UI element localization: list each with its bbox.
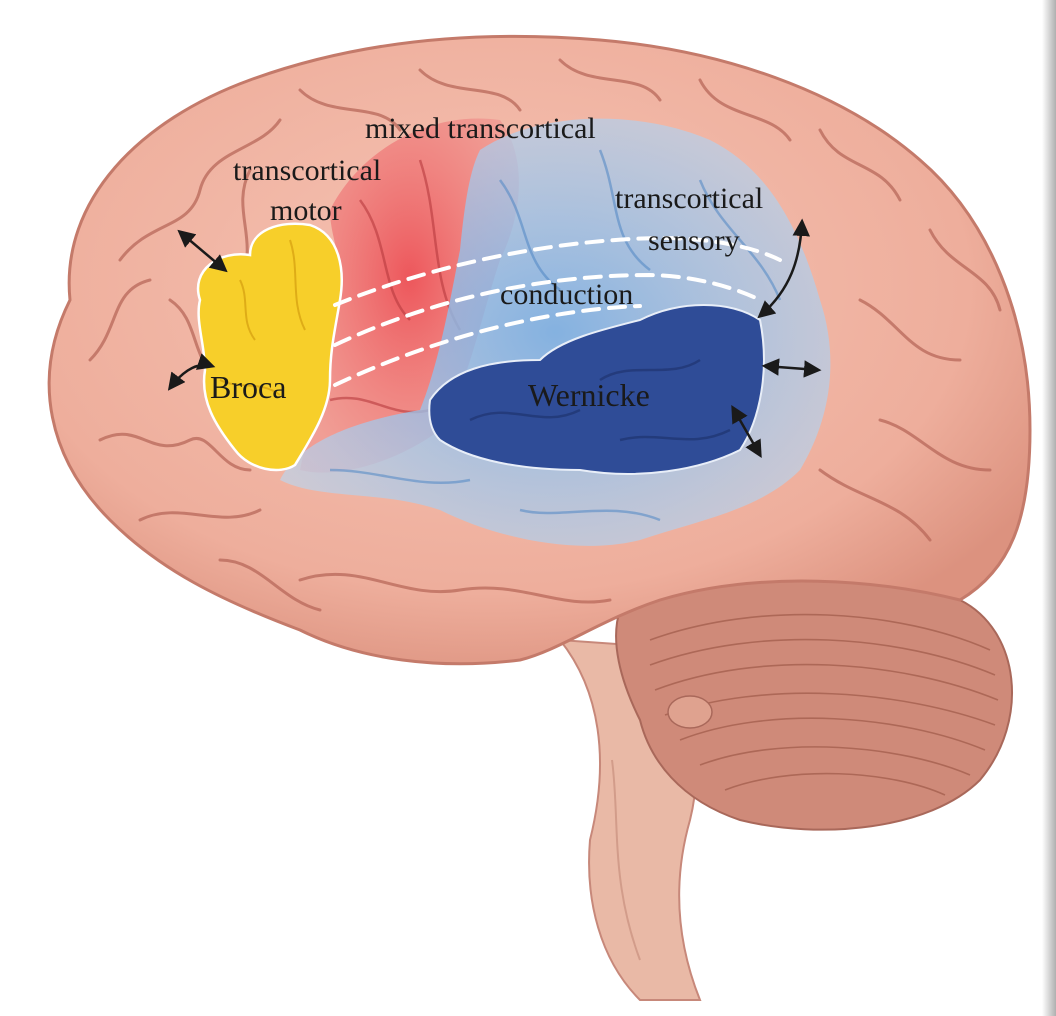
label-transcortical-sensory-1: transcortical [615, 182, 763, 215]
connection-arrows [167, 218, 822, 459]
page-edge-shadow [1042, 0, 1056, 1016]
arrow-broca-left [167, 353, 216, 391]
label-wernicke: Wernicke [528, 377, 650, 413]
conduction-pathway [333, 235, 782, 387]
cerebellum [615, 577, 1014, 831]
transcortical-motor-region [300, 118, 519, 473]
label-transcortical-sensory-2: sensory [648, 224, 740, 257]
gyri-texture [88, 58, 1002, 612]
arrow-wernicke-lower [731, 404, 762, 459]
arrow-wernicke-right [761, 358, 822, 378]
wernicke-area [428, 304, 765, 475]
label-broca: Broca [210, 369, 286, 405]
arrow-sensory [757, 218, 810, 319]
label-transcortical-motor-1: transcortical [233, 154, 381, 187]
label-conduction: conduction [500, 278, 633, 311]
broca-area [196, 222, 343, 472]
label-transcortical-motor-2: motor [270, 194, 342, 227]
label-mixed-transcortical: mixed transcortical [365, 112, 596, 145]
arrow-broca-upper [177, 229, 228, 273]
